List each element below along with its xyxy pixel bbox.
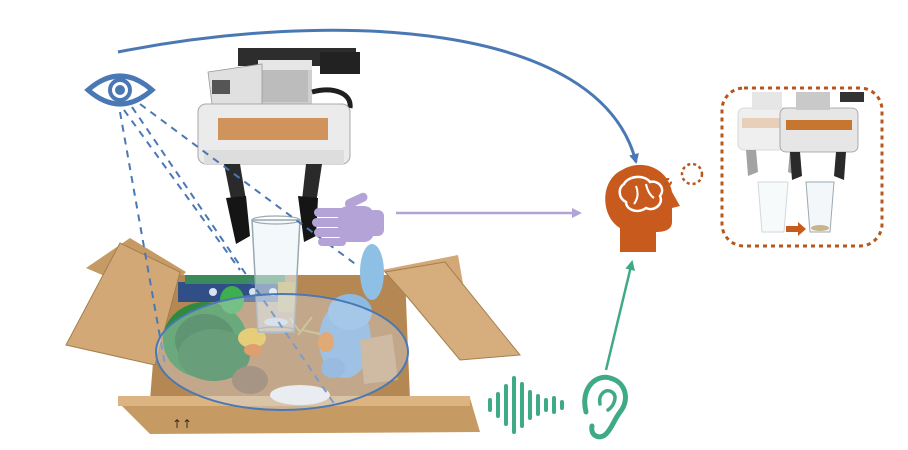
- box-orientation-label: ↑↑: [172, 417, 192, 431]
- eye-icon: [84, 73, 156, 107]
- arrow-right-icon: [786, 222, 806, 236]
- audio-to-brain-arrow: [604, 260, 635, 371]
- vision-to-brain-arrow: [117, 28, 639, 164]
- hand-icon: [312, 192, 384, 246]
- vision-focus-region: [155, 293, 409, 411]
- sound-wave-icon: [488, 376, 564, 434]
- robot-gripper: [197, 48, 360, 244]
- thought-bubble: [664, 86, 884, 248]
- ear-icon: [582, 374, 628, 440]
- head-brain-icon: [605, 164, 680, 252]
- imagined-outcome: [737, 92, 864, 233]
